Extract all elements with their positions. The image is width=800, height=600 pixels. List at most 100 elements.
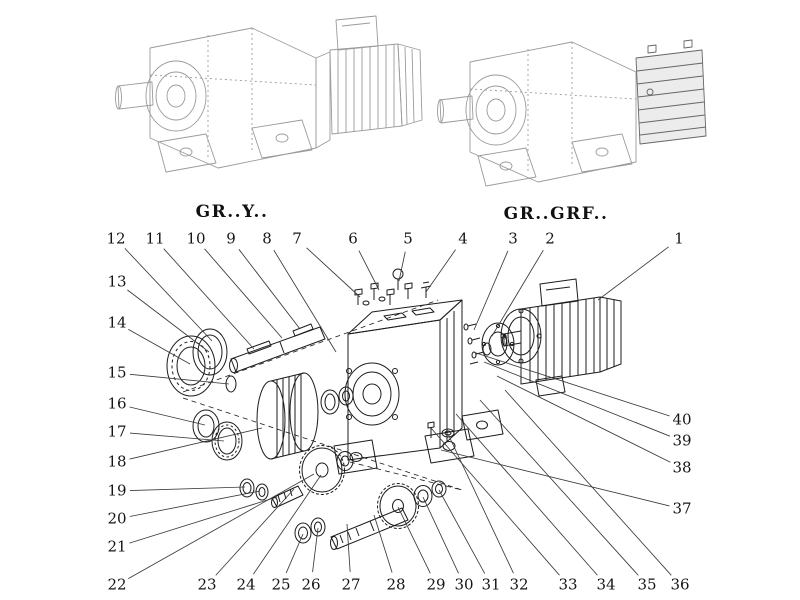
model-title-gr-grf: GR..GRF..	[503, 204, 609, 224]
housing-top-fasteners	[354, 268, 432, 306]
leader-line-30	[422, 496, 459, 574]
gearbox-housing	[333, 299, 504, 475]
callout-3: 3	[508, 229, 518, 248]
assembled-view-gr-grf	[437, 39, 707, 187]
exploded-view	[166, 268, 622, 550]
callout-2: 2	[545, 229, 555, 248]
callout-19: 19	[107, 481, 127, 500]
callout-20: 20	[107, 509, 127, 528]
callout-22: 22	[107, 575, 127, 594]
callout-39: 39	[672, 431, 692, 450]
base-bolt-washer	[427, 421, 455, 438]
intermediate-gear-set	[239, 445, 354, 508]
leader-line-20	[129, 490, 261, 517]
callout-26: 26	[301, 575, 321, 594]
leader-line-27	[346, 523, 351, 573]
callout-24: 24	[236, 575, 256, 594]
callout-30: 30	[454, 575, 474, 594]
leader-lines	[124, 246, 672, 579]
leader-line-38	[496, 375, 671, 463]
callout-28: 28	[386, 575, 406, 594]
callout-16: 16	[107, 394, 127, 413]
callout-29: 29	[426, 575, 446, 594]
callout-23: 23	[197, 575, 217, 594]
oil-seal	[192, 409, 220, 443]
callout-14: 14	[107, 313, 127, 332]
leader-line-4	[425, 249, 456, 293]
leader-line-33	[430, 427, 560, 576]
leader-line-5	[398, 251, 406, 282]
callout-9: 9	[226, 229, 236, 248]
leader-line-17	[129, 432, 225, 442]
leader-line-40	[472, 351, 670, 417]
leader-line-25	[285, 533, 304, 574]
leader-line-26	[312, 527, 319, 573]
leader-line-14	[128, 328, 191, 365]
leader-line-37	[440, 449, 670, 507]
callout-31: 31	[481, 575, 501, 594]
callout-27: 27	[341, 575, 361, 594]
bottom-shaft-set	[294, 480, 447, 550]
callout-13: 13	[107, 272, 127, 291]
callout-40: 40	[672, 410, 692, 429]
callout-33: 33	[558, 575, 578, 594]
leader-line-28	[373, 514, 393, 573]
leader-line-36	[504, 389, 672, 576]
leader-line-31	[438, 489, 486, 574]
leader-line-13	[127, 289, 210, 353]
callout-37: 37	[672, 499, 692, 518]
leader-line-35	[479, 399, 639, 576]
callout-11: 11	[145, 229, 165, 248]
callout-8: 8	[262, 229, 272, 248]
callout-7: 7	[292, 229, 302, 248]
callout-18: 18	[107, 452, 127, 471]
leader-line-16	[129, 406, 206, 426]
callout-25: 25	[271, 575, 291, 594]
output-flange-ring	[192, 328, 228, 376]
leader-line-9	[238, 249, 301, 330]
leader-line-34	[455, 413, 598, 576]
leader-line-29	[397, 506, 431, 574]
assembled-view-gr-y	[115, 15, 423, 173]
callout-38: 38	[672, 458, 692, 477]
callout-34: 34	[596, 575, 616, 594]
callout-36: 36	[670, 575, 690, 594]
model-title-gr-y: GR..Y..	[195, 202, 269, 222]
leader-line-7	[306, 247, 361, 298]
leader-line-39	[483, 361, 671, 437]
callout-5: 5	[403, 229, 413, 248]
leader-line-1	[597, 246, 669, 301]
large-helical-gear	[256, 372, 319, 460]
callout-32: 32	[509, 575, 529, 594]
small-bearing	[211, 421, 243, 461]
callout-21: 21	[107, 537, 127, 556]
leader-line-32	[447, 433, 514, 574]
leader-line-11	[163, 248, 255, 350]
electric-motor	[500, 278, 622, 397]
projection-lines	[182, 299, 463, 491]
leader-line-21	[129, 496, 278, 544]
leader-line-15	[129, 373, 230, 385]
callout-35: 35	[637, 575, 657, 594]
leader-line-23	[215, 488, 295, 576]
callout-17: 17	[107, 422, 127, 441]
leader-line-12	[124, 248, 213, 342]
callout-6: 6	[348, 229, 358, 248]
callout-10: 10	[186, 229, 206, 248]
compact-brake-unit	[635, 39, 707, 145]
leader-line-22	[128, 473, 315, 579]
leader-line-19	[129, 486, 246, 492]
output-bearing	[166, 335, 216, 397]
callout-12: 12	[106, 229, 126, 248]
leader-line-2	[491, 249, 544, 337]
leader-line-8	[273, 249, 337, 353]
leader-line-3	[473, 250, 509, 331]
leader-line-24	[252, 474, 322, 575]
leader-line-10	[204, 248, 283, 339]
callout-4: 4	[458, 229, 468, 248]
callout-15: 15	[107, 363, 127, 382]
leader-line-6	[358, 250, 380, 291]
callout-1: 1	[674, 229, 684, 248]
